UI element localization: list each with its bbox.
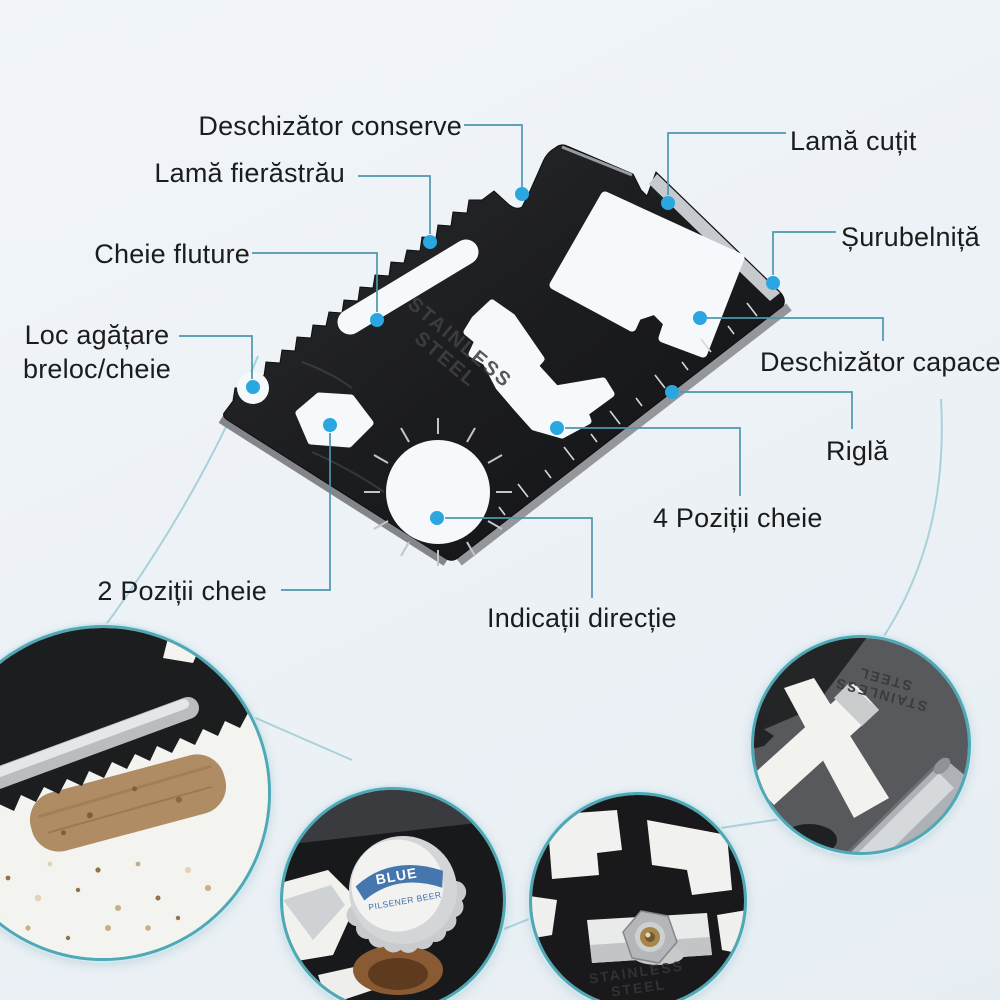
- blade-rolled-tip: [933, 757, 951, 775]
- leader-wrench-4: [565, 427, 741, 496]
- leader-wrench-2: [281, 433, 331, 591]
- cutout-left-bevel: [283, 885, 345, 940]
- leader-butterfly-wrench: [252, 252, 378, 312]
- callout-label-direction: Indicații direcție: [487, 603, 677, 633]
- cutout-left: [532, 896, 557, 939]
- hex-nut: [622, 910, 684, 965]
- multitool-card: STAINLESS STEEL: [223, 144, 785, 566]
- card-edge-bevel: [283, 790, 503, 845]
- dot-saw-blade: [423, 235, 437, 249]
- callout-label-cap-opener: Deschizător capace: [760, 347, 1000, 377]
- callout-label-keychain: Loc agățare breloc/cheie: [14, 318, 180, 386]
- callout-label-ruler: Riglă: [826, 436, 889, 466]
- can-opener-tab-highlight: [561, 145, 633, 177]
- cap-brand-text: BLUE: [374, 864, 418, 887]
- cutout-top-left: [547, 810, 622, 879]
- leader-screwdriver: [772, 231, 836, 275]
- leader-lines: [179, 124, 884, 598]
- dot-cap-opener: [693, 311, 707, 325]
- dot-butterfly-wrench: [370, 313, 384, 327]
- dot-keychain: [246, 380, 260, 394]
- blade-closeup-scene: STAINLESS STEEL: [754, 638, 968, 852]
- cutout-top-right: [647, 820, 732, 895]
- detail-circle-saw-cutting-wood: [0, 625, 271, 961]
- cap-label: [351, 839, 444, 932]
- callout-label-saw-blade: Lamă fierăstrău: [154, 158, 345, 188]
- detail-circle-blade-closeup: STAINLESS STEEL: [751, 635, 971, 855]
- wood-stick: [29, 754, 227, 852]
- card-scratches: [301, 361, 385, 493]
- leader-ruler: [680, 391, 853, 429]
- leader-saw-blade: [358, 175, 431, 234]
- metal-blade-edge: [847, 756, 946, 852]
- leader-knife-blade: [667, 132, 786, 195]
- saw-wood-scene: [0, 628, 268, 958]
- card-bottom-left-bevel: [218, 415, 449, 566]
- card-ruler-edge-bevel: [456, 303, 792, 566]
- dot-can-opener: [515, 187, 529, 201]
- dot-screwdriver: [766, 276, 780, 290]
- callout-label-knife-blade: Lamă cuțit: [790, 126, 917, 156]
- wrench-4-position-cutout: [463, 299, 615, 439]
- detail-circle-wrench-nut: STAINLESS STEEL: [529, 792, 747, 1000]
- callout-label-butterfly-wrench: Cheie fluture: [94, 239, 250, 269]
- callout-label-keychain-line1: Loc agățare: [24, 320, 170, 350]
- leader-cap-opener: [707, 317, 884, 341]
- direction-indicator-rays: [364, 418, 512, 566]
- knife-blade-bevel: [649, 174, 780, 301]
- dot-knife-blade: [661, 196, 675, 210]
- bottle-glass-dark: [368, 958, 428, 990]
- dot-ruler: [665, 385, 679, 399]
- slot-bevel: [0, 697, 199, 789]
- leader-keychain: [179, 335, 253, 379]
- direction-indicator-hole: [386, 440, 490, 544]
- butterfly-wrench-slot: [337, 239, 479, 335]
- metal-blade-highlight: [859, 773, 954, 852]
- bottle-cap-scene: BLUE PILSENER BEER: [283, 790, 503, 1000]
- callout-label-can-opener: Deschizător conserve: [198, 111, 462, 141]
- detail-circle-bottle-opener: BLUE PILSENER BEER: [280, 787, 506, 1000]
- bottle-cap: BLUE PILSENER BEER: [346, 836, 467, 953]
- dot-direction: [430, 511, 444, 525]
- dot-wrench-2: [323, 418, 337, 432]
- callout-label-screwdriver: Șurubelniță: [841, 222, 980, 252]
- leader-direction: [445, 517, 593, 598]
- dot-wrench-4: [550, 421, 564, 435]
- wrench-nut-scene: STAINLESS STEEL: [532, 795, 744, 1000]
- cap-blue-band: [355, 865, 443, 901]
- leader-can-opener: [464, 124, 523, 188]
- callout-label-keychain-line2: breloc/cheie: [23, 354, 171, 384]
- sawdust: [0, 861, 211, 941]
- cutout-bar-2: [784, 678, 889, 818]
- slot-highlight: [0, 699, 189, 778]
- callout-dots: [246, 187, 780, 525]
- large-cutout-cap-opener: [549, 191, 745, 358]
- ruler-tick-marks: [498, 302, 758, 516]
- embossed-line2: STEEL: [610, 976, 667, 1000]
- callout-label-wrench-4: 4 Poziții cheie: [653, 503, 823, 533]
- callout-label-wrench-2: 2 Poziții cheie: [97, 576, 267, 606]
- cutout-bevel: [834, 683, 879, 726]
